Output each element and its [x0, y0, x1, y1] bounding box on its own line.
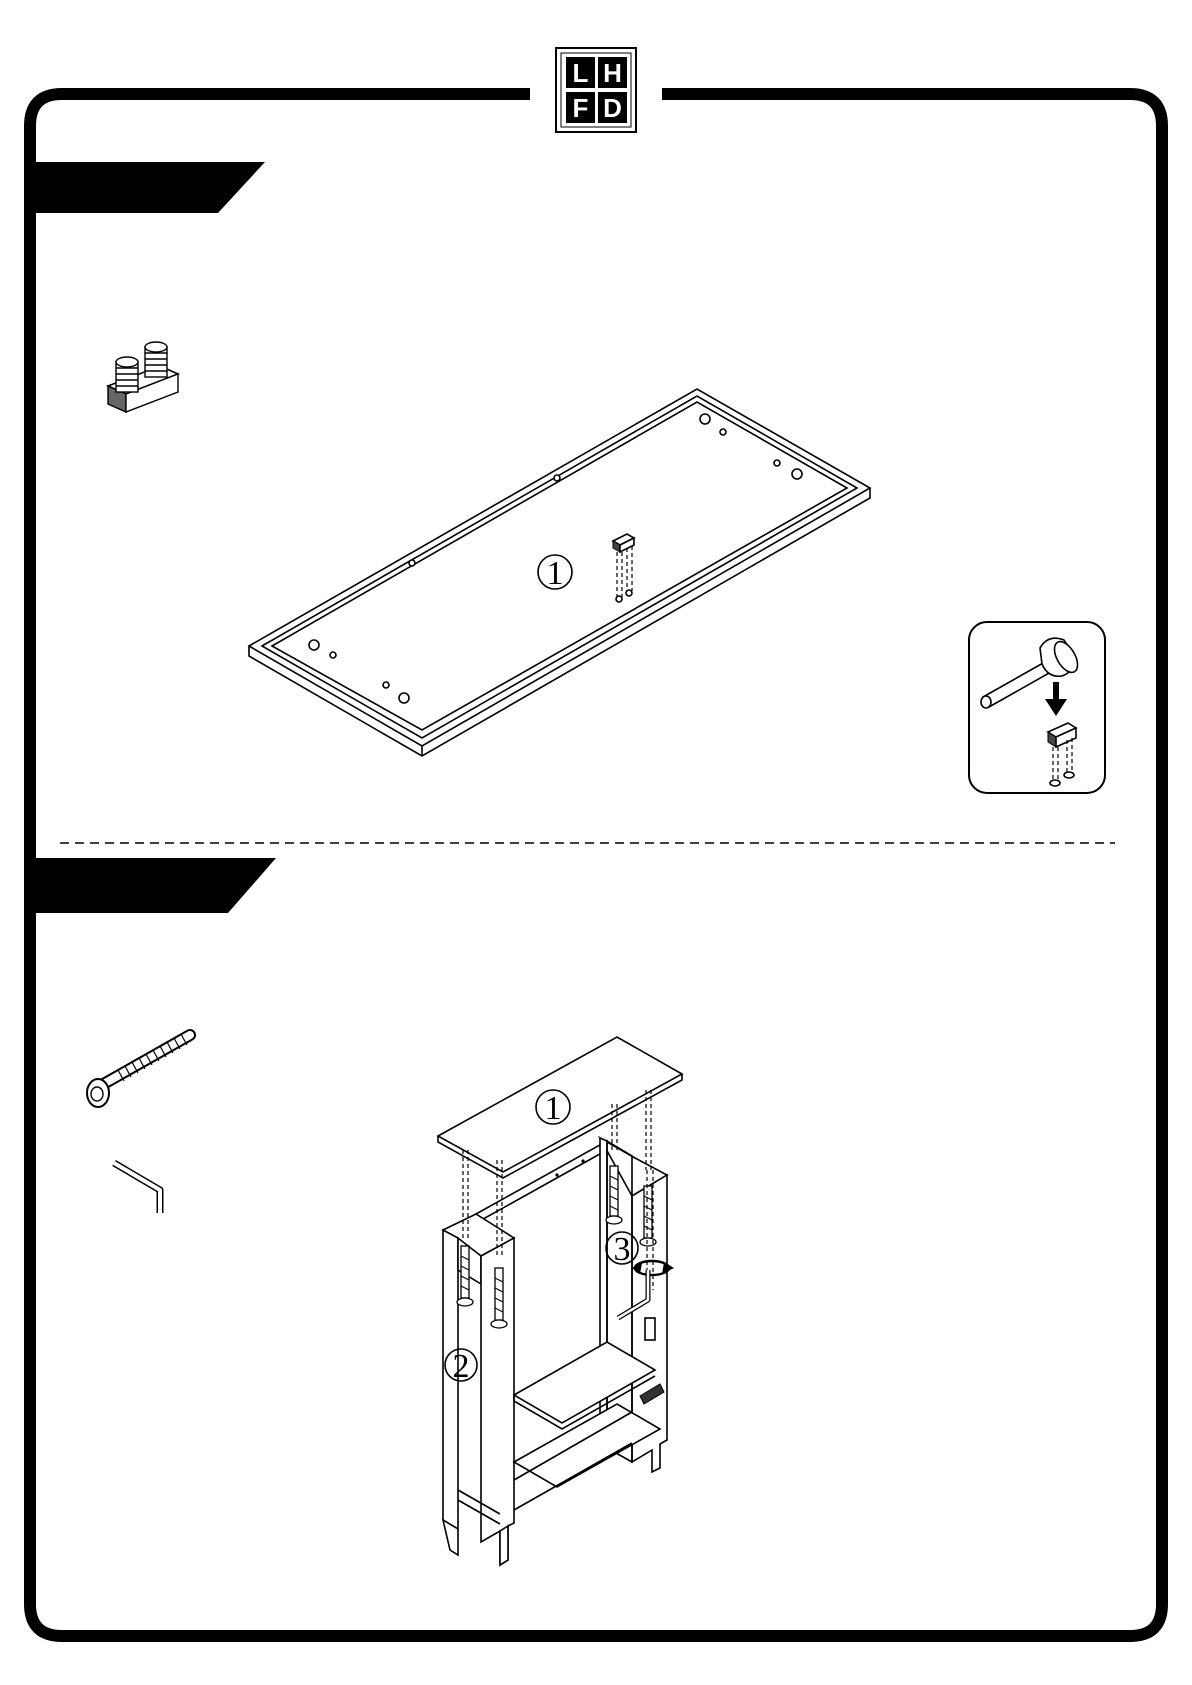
step1-banner: [36, 162, 265, 213]
bolt-part-icon: [87, 1034, 190, 1107]
logo-letter-l: L: [573, 58, 589, 88]
step2-side-label: 2: [453, 1348, 470, 1385]
allen-key-icon: [114, 1163, 160, 1213]
mallet-detail-box: [969, 622, 1105, 793]
logo-letter-d: D: [603, 93, 622, 123]
cabinet-assembly-drawing: 1 2: [438, 1037, 682, 1565]
brand-logo: L H F D: [556, 48, 636, 132]
logo-letter-f: F: [573, 93, 589, 123]
step2-bolt-label: 3: [614, 1231, 631, 1268]
step2-banner: [36, 858, 276, 913]
step2-top-label: 1: [545, 1090, 562, 1127]
connector-part-icon: [108, 342, 178, 412]
logo-letter-h: H: [603, 58, 622, 88]
step1-part-label: 1: [547, 555, 564, 592]
top-panel-drawing: 1: [249, 389, 870, 756]
